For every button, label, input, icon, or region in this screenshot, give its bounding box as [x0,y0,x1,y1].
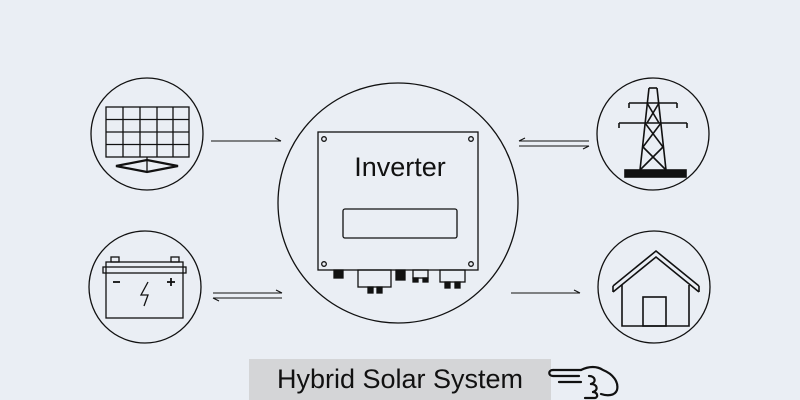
inverter-node [277,82,519,324]
inverter-icon [317,131,479,294]
arrow-inverter-to-home [511,289,581,294]
home-circle [597,230,711,344]
arrow-solar-to-inverter [211,137,282,142]
pointing-hand-icon [548,365,619,400]
house-icon [612,249,700,327]
arrow-inverter-grid-bidirectional [518,137,590,150]
arrows [211,137,590,302]
battery-circle [88,230,202,344]
caption-text: Hybrid Solar System [276,364,524,394]
power-tower-icon [618,87,688,178]
battery-icon [102,256,187,319]
inverter-circle [277,82,519,324]
grid-node [596,77,710,191]
solar-panel-icon [105,106,190,174]
battery-node [88,230,202,344]
grid-circle [596,77,710,191]
solar-panel-circle [90,77,204,191]
caption-box [249,359,551,400]
inverter-display [342,208,458,239]
inverter-label: Inverter [354,152,446,182]
solar-panel-node [90,77,204,191]
arrow-battery-inverter-bidirectional [212,289,283,302]
home-node [597,230,711,344]
